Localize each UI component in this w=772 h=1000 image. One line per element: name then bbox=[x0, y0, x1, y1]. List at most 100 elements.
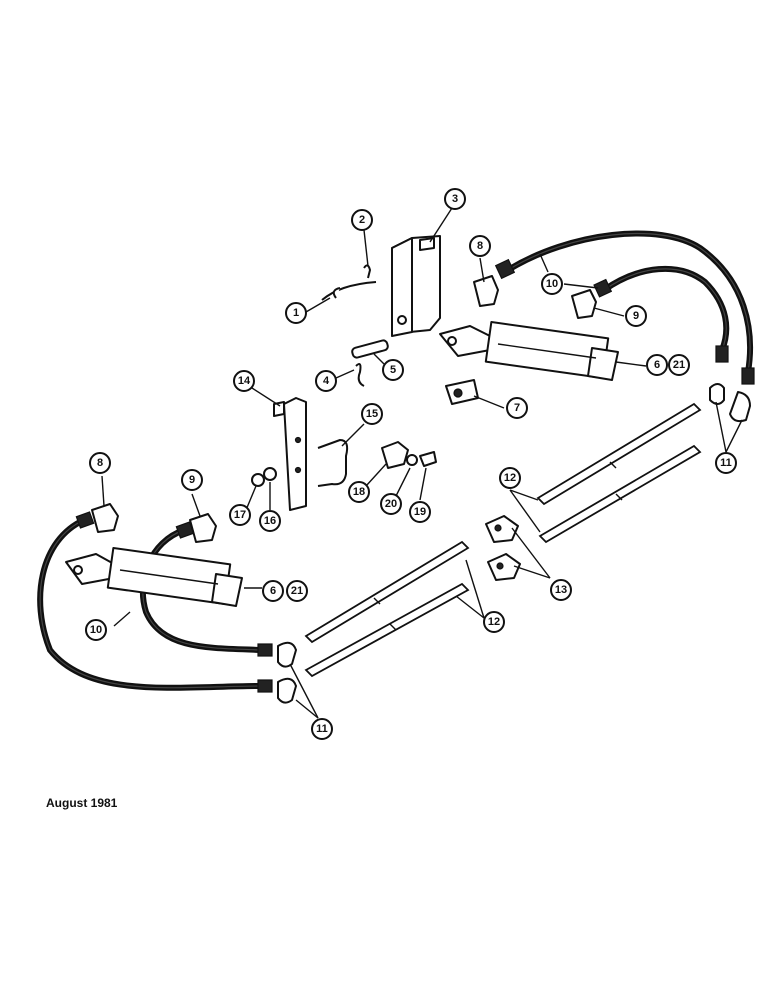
u-bolt-15 bbox=[317, 439, 349, 487]
callout-21-upper: 21 bbox=[668, 354, 690, 376]
svg-text:11: 11 bbox=[316, 723, 328, 735]
svg-text:10: 10 bbox=[90, 624, 102, 636]
bolt-19 bbox=[419, 451, 437, 467]
callout-3: 3 bbox=[444, 188, 466, 210]
callout-19: 19 bbox=[409, 501, 431, 523]
svg-text:17: 17 bbox=[234, 509, 246, 521]
hose-lower-outer bbox=[37, 517, 265, 691]
hose-end-fitting bbox=[741, 367, 755, 385]
svg-text:12: 12 bbox=[504, 472, 516, 484]
callout-8-upper: 8 bbox=[469, 235, 491, 257]
hose-upper-outer bbox=[505, 230, 753, 375]
hose-end-fitting bbox=[494, 258, 516, 280]
svg-text:11: 11 bbox=[720, 457, 732, 469]
svg-text:1: 1 bbox=[293, 307, 299, 319]
svg-text:21: 21 bbox=[291, 585, 303, 597]
bracket-3 bbox=[391, 235, 441, 337]
svg-text:18: 18 bbox=[353, 486, 365, 498]
fitting-7-hole bbox=[453, 388, 463, 398]
svg-text:9: 9 bbox=[189, 474, 195, 486]
callout-9-upper: 9 bbox=[625, 305, 647, 327]
svg-text:3: 3 bbox=[452, 193, 458, 205]
svg-text:12: 12 bbox=[488, 616, 500, 628]
svg-text:5: 5 bbox=[390, 364, 396, 376]
clip-2 bbox=[363, 264, 371, 279]
washer-16 bbox=[263, 467, 277, 481]
callout-2: 2 bbox=[351, 209, 373, 231]
svg-text:13: 13 bbox=[555, 584, 567, 596]
callout-14: 14 bbox=[233, 370, 255, 392]
svg-text:8: 8 bbox=[97, 457, 103, 469]
tee-hole bbox=[494, 524, 502, 532]
callout-20: 20 bbox=[380, 493, 402, 515]
rod-upper-1 bbox=[536, 402, 702, 506]
rod-lower-2 bbox=[304, 582, 470, 678]
rod-lower-1 bbox=[304, 540, 470, 644]
elbow-fitting-8 bbox=[91, 503, 119, 533]
clip-4 bbox=[355, 363, 365, 387]
cylinder-upper bbox=[439, 320, 619, 381]
elbow-fitting-11 bbox=[709, 383, 725, 405]
hose-end-fitting bbox=[593, 278, 613, 298]
cylinder-lower bbox=[65, 546, 243, 607]
svg-text:9: 9 bbox=[633, 310, 639, 322]
pin-1-head bbox=[332, 287, 341, 299]
svg-text:20: 20 bbox=[385, 498, 397, 510]
svg-text:15: 15 bbox=[366, 408, 378, 420]
svg-text:8: 8 bbox=[477, 240, 483, 252]
callout-11-lower: 11 bbox=[311, 718, 333, 740]
elbow-fitting-8 bbox=[473, 275, 499, 307]
leader-lines bbox=[101, 207, 743, 719]
svg-text:2: 2 bbox=[359, 214, 365, 226]
nut-17 bbox=[251, 473, 265, 487]
callout-5: 5 bbox=[382, 359, 404, 381]
callout-10-upper: 10 bbox=[541, 273, 563, 295]
callout-11-upper: 11 bbox=[715, 452, 737, 474]
callout-12-lower: 12 bbox=[483, 611, 505, 633]
callout-4: 4 bbox=[315, 370, 337, 392]
elbow-fitting-11 bbox=[729, 391, 751, 423]
hose-upper-inner bbox=[601, 265, 730, 353]
callout-17: 17 bbox=[229, 504, 251, 526]
svg-text:6: 6 bbox=[654, 359, 660, 371]
callout-8-lower: 8 bbox=[89, 452, 111, 474]
callout-15: 15 bbox=[361, 403, 383, 425]
callout-18: 18 bbox=[348, 481, 370, 503]
hose-end-fitting bbox=[715, 345, 729, 363]
callout-6-lower: 6 bbox=[262, 580, 284, 602]
hose-end-fitting bbox=[75, 511, 95, 529]
svg-text:21: 21 bbox=[673, 359, 685, 371]
clamp-18 bbox=[381, 441, 409, 469]
tee-fitting-13 bbox=[487, 553, 521, 581]
svg-text:16: 16 bbox=[264, 515, 276, 527]
callout-1: 1 bbox=[285, 302, 307, 324]
svg-text:19: 19 bbox=[414, 506, 426, 518]
rod-upper-2 bbox=[538, 444, 702, 544]
pin-5 bbox=[351, 339, 389, 359]
svg-text:14: 14 bbox=[238, 375, 251, 387]
footer-date: August 1981 bbox=[46, 796, 118, 810]
callout-10-lower: 10 bbox=[85, 619, 107, 641]
tee-hole bbox=[496, 562, 504, 570]
elbow-fitting-9 bbox=[571, 289, 597, 319]
svg-text:10: 10 bbox=[546, 278, 558, 290]
callout-6-upper: 6 bbox=[646, 354, 668, 376]
svg-text:6: 6 bbox=[270, 585, 276, 597]
svg-text:7: 7 bbox=[514, 402, 520, 414]
hose-lower-inner bbox=[139, 527, 265, 653]
elbow-fitting-11 bbox=[277, 641, 297, 668]
svg-text:4: 4 bbox=[323, 375, 330, 387]
callout-16: 16 bbox=[259, 510, 281, 532]
hose-end-fitting bbox=[257, 643, 273, 657]
bar-14 bbox=[273, 397, 307, 511]
callout-21-lower: 21 bbox=[286, 580, 308, 602]
pin-1 bbox=[321, 281, 377, 301]
elbow-fitting-11 bbox=[277, 677, 297, 704]
washer-20 bbox=[406, 454, 418, 466]
callout-12-upper: 12 bbox=[499, 467, 521, 489]
callout-9-lower: 9 bbox=[181, 469, 203, 491]
callout-13: 13 bbox=[550, 579, 572, 601]
callout-7: 7 bbox=[506, 397, 528, 419]
elbow-fitting-9 bbox=[189, 513, 217, 543]
